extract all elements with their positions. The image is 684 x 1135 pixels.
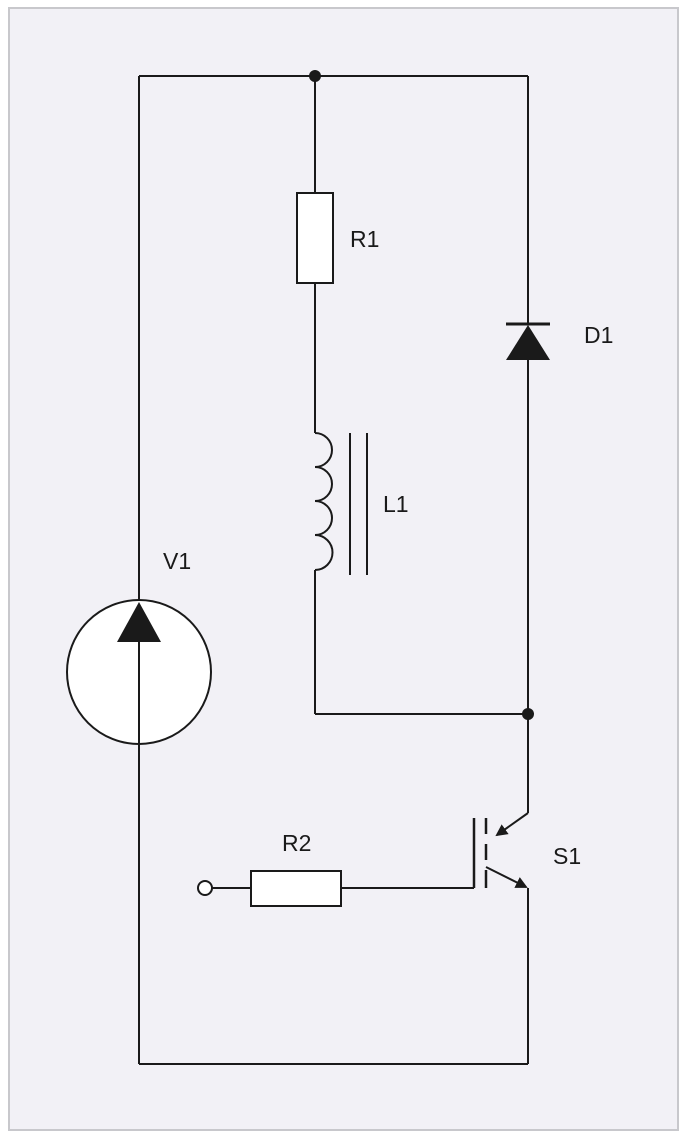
diode-triangle-icon	[506, 325, 550, 360]
label-l1: L1	[383, 491, 409, 517]
label-r1: R1	[350, 226, 379, 252]
gate-terminal-icon	[197, 880, 213, 896]
wires	[138, 75, 529, 1065]
diode-d1: D1	[506, 322, 613, 360]
label-r2: R2	[282, 830, 311, 856]
igbt-emitter-arrow-icon	[485, 866, 528, 888]
voltage-source-v1: V1	[66, 548, 212, 745]
diagram-panel	[8, 7, 679, 1131]
inductor-l1: L1	[314, 432, 409, 575]
resistor-r1: R1	[296, 192, 379, 284]
inductor-coil-icon	[314, 432, 334, 571]
igbt-s1: S1	[472, 812, 581, 888]
label-v1: V1	[163, 548, 191, 574]
junction-dot-mid	[522, 708, 534, 720]
label-s1: S1	[553, 843, 581, 869]
resistor-r2: R2	[197, 830, 342, 907]
igbt-collector-arrow-icon	[495, 812, 529, 837]
resistor-box-icon	[296, 192, 334, 284]
source-arrow-icon	[117, 602, 161, 642]
junction-dot-top	[309, 70, 321, 82]
resistor-box-icon	[250, 870, 342, 907]
label-d1: D1	[584, 322, 613, 348]
